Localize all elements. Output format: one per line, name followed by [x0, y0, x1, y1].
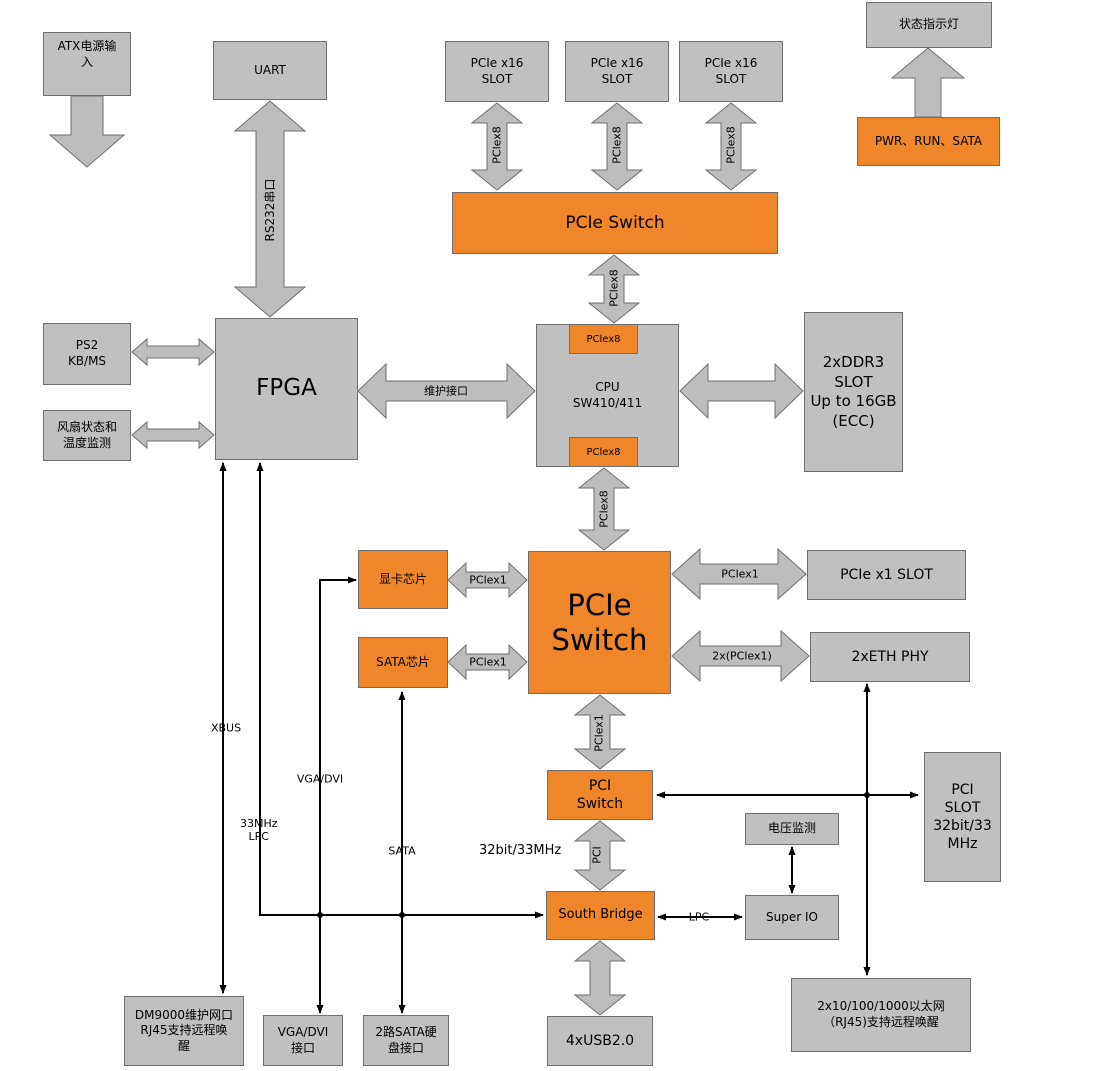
vga-dvi-line [316, 576, 357, 1014]
maintenance-interface-label: 维护接口 [424, 384, 468, 398]
sata-label: SATA [388, 844, 416, 858]
pci-speed-label: 32bit/33MHz [479, 843, 562, 858]
atx-power-block: ATX电源输 入 [43, 32, 131, 96]
ddr3-slot-block: 2xDDR3 SLOT Up to 16GB (ECC) [804, 312, 903, 472]
cpu-to-switch-label: PClex8 [597, 490, 611, 528]
pcie-slot-2-arrow [590, 102, 644, 191]
cpu-pcie-bottom-port: PClex8 [569, 437, 638, 467]
status-led-block: 状态指示灯 [866, 2, 992, 48]
sata-port-block: 2路SATA硬 盘接口 [363, 1015, 449, 1066]
eth-link-arrow [671, 629, 810, 683]
x1-slot-link-arrow [671, 547, 807, 601]
pcie-x16-slot-3: PCIe x16 SLOT [679, 41, 783, 102]
pci-slot-block: PCI SLOT 32bit/33 MHz [924, 752, 1001, 882]
vga-dvi-port-block: VGA/DVI 接口 [263, 1015, 343, 1066]
pcie-slot-link-1-label: PClex8 [490, 126, 504, 164]
junction-vga-lpc [317, 912, 323, 918]
led-signals-block: PWR、RUN、SATA [857, 117, 1000, 166]
switch-to-cpu-arrow [587, 254, 641, 324]
ps2-block: PS2 KB/MS [43, 323, 131, 385]
pcie-switch-main: PCIe Switch [528, 551, 671, 694]
super-io-block: Super IO [745, 895, 839, 940]
pci-bus-label: PCI [590, 846, 604, 864]
eth-link-label: 2x(PClex1) [712, 649, 772, 663]
gpu-link-label: PClex1 [469, 573, 507, 587]
south-bridge-block: South Bridge [546, 891, 655, 940]
maintenance-interface-arrow [357, 362, 536, 420]
status-led-arrow [890, 47, 966, 118]
fan-temp-arrow [131, 420, 215, 450]
switch-to-cpu-label: PClex8 [607, 269, 621, 307]
pcie-slot-link-2-label: PClex8 [610, 126, 624, 164]
dm9000-port-block: DM9000维护网口 RJ45支持远程唤 醒 [124, 996, 244, 1066]
pci-switch-block: PCI Switch [547, 770, 653, 820]
pcie-x16-slot-2: PCIe x16 SLOT [565, 41, 669, 102]
sata-link-label: PClex1 [469, 655, 507, 669]
cpu-pcie-top-port: PClex8 [569, 324, 638, 354]
vga-dvi-label: VGA/DVI [296, 772, 344, 786]
pcie-x16-slot-1: PCIe x16 SLOT [445, 41, 549, 102]
ethernet-ports-block: 2x10/100/1000以太网 （RJ45)支持远程唤醒 [791, 978, 971, 1052]
rs232-label: RS232串口 [263, 178, 277, 242]
pcie-x1-slot-block: PCIe x1 SLOT [807, 550, 966, 600]
sata-chip-block: SATA芯片 [358, 637, 448, 688]
switch-to-pci-arrow [573, 694, 627, 770]
xbus-label: XBUS [210, 721, 242, 735]
pcie-slot-1-arrow [470, 102, 524, 191]
rs232-arrow [233, 100, 307, 318]
fpga-block: FPGA [215, 318, 358, 460]
usb-block: 4xUSB2.0 [547, 1016, 653, 1066]
eth-phy-block: 2xETH PHY [810, 632, 970, 682]
pcie-slot-3-arrow [704, 102, 758, 191]
switch-to-pci-label: PClex1 [592, 714, 606, 752]
fan-temp-block: 风扇状态和 温度监测 [43, 410, 131, 461]
lpc-label: LPC [688, 910, 710, 924]
x1-slot-link-label: PClex1 [721, 567, 759, 581]
junction-eth-pci [864, 792, 870, 798]
gpu-chip-block: 显卡芯片 [358, 550, 448, 609]
usb-arrow [573, 940, 627, 1016]
pcie-slot-link-3-label: PClex8 [724, 126, 738, 164]
cpu-to-switch-arrow [577, 467, 631, 551]
ddr3-arrow [679, 362, 804, 420]
atx-power-arrow [48, 95, 126, 168]
pcie-switch-top: PCIe Switch [452, 192, 778, 254]
lpc-33mhz-line [256, 462, 544, 919]
pci-bus-arrow [573, 820, 627, 891]
uart-block: UART [213, 41, 327, 100]
lpc-33mhz-label: 33MHz LPC [240, 817, 278, 843]
junction-sata-lpc [399, 912, 405, 918]
ps2-arrow [131, 337, 215, 367]
voltage-monitor-block: 电压监测 [745, 813, 839, 845]
